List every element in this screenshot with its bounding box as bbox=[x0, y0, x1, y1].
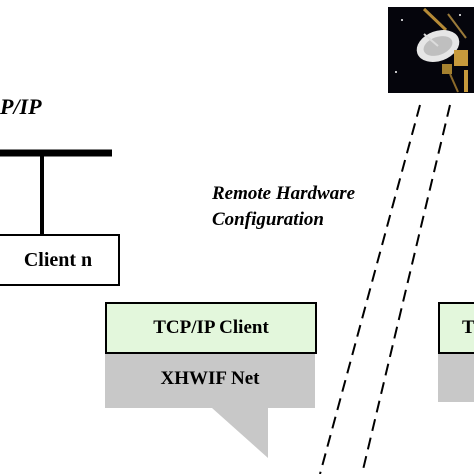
remote-label-line1: Remote Hardware bbox=[212, 183, 356, 204]
remote-link-dashed-right bbox=[361, 104, 451, 474]
right-callout-shape bbox=[438, 354, 474, 402]
client-n-label: Client n bbox=[23, 248, 93, 271]
remote-label-line2: Configuration bbox=[212, 209, 324, 230]
remote-hardware-label: Remote Hardware Configuration bbox=[212, 181, 355, 233]
tcpip-client-box: TCP/IP Client bbox=[105, 302, 317, 354]
network-label: P/IP bbox=[0, 94, 42, 119]
right-tcpip-box: T bbox=[438, 302, 474, 354]
tcpip-client-label: TCP/IP Client bbox=[153, 317, 269, 338]
satellite-dish-icon bbox=[388, 7, 474, 93]
right-box-label: T bbox=[462, 317, 474, 338]
client-n-box: Client n bbox=[0, 234, 120, 286]
xhwif-callout-shape bbox=[105, 354, 315, 458]
xhwif-net-label: XHWIF Net bbox=[160, 368, 260, 389]
remote-link-dashed-left bbox=[319, 104, 421, 474]
